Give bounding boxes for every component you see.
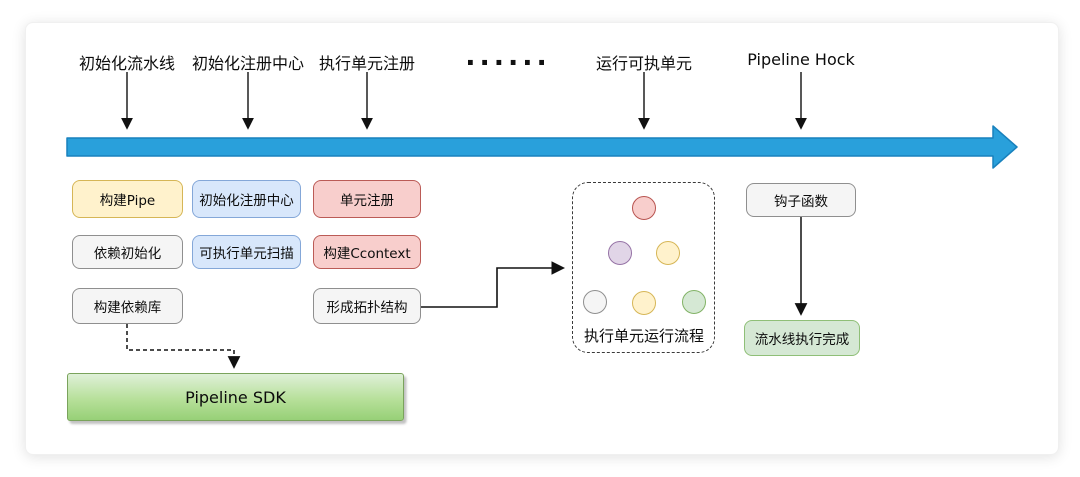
stage-label-run-units: 运行可执单元 (595, 54, 693, 73)
stage-label-pipeline-hock: Pipeline Hock (747, 50, 855, 69)
tree-node-yellow (656, 241, 680, 265)
tree-node-green (682, 290, 706, 314)
box-dep-init: 依赖初始化 (72, 235, 183, 269)
diagram-card: 初始化流水线 初始化注册中心 执行单元注册 ...... 运行可执单元 Pipe… (25, 22, 1059, 455)
box-unit-register: 单元注册 (313, 180, 421, 218)
stage-label-unit-register: 执行单元注册 (318, 54, 416, 73)
tree-node-purple (608, 241, 632, 265)
box-build-context: 构建Ccontext (313, 235, 421, 269)
box-topology: 形成拓扑结构 (313, 288, 421, 324)
timeline-arrow (66, 125, 1018, 169)
pipeline-sdk-box: Pipeline SDK (67, 373, 404, 421)
tree-node-yellow-2 (632, 291, 656, 315)
ellipsis-dots: ...... (465, 41, 551, 72)
box-pipeline-done: 流水线执行完成 (744, 320, 860, 356)
tree-node-red (632, 196, 656, 220)
stage-label-init-pipeline: 初始化流水线 (78, 54, 176, 73)
box-build-pipe: 构建Pipe (72, 180, 183, 218)
stage-label-init-registry: 初始化注册中心 (191, 54, 305, 73)
tree-node-gray (583, 290, 607, 314)
box-unit-scan: 可执行单元扫描 (192, 235, 301, 269)
box-hook-function: 钩子函数 (746, 183, 856, 217)
topology-to-flow-connector (421, 261, 566, 308)
execution-flow-title: 执行单元运行流程 (583, 327, 705, 345)
deps-to-sdk-dashed-connector (126, 324, 241, 369)
box-build-deps: 构建依赖库 (72, 288, 183, 324)
box-init-registry: 初始化注册中心 (192, 180, 301, 218)
